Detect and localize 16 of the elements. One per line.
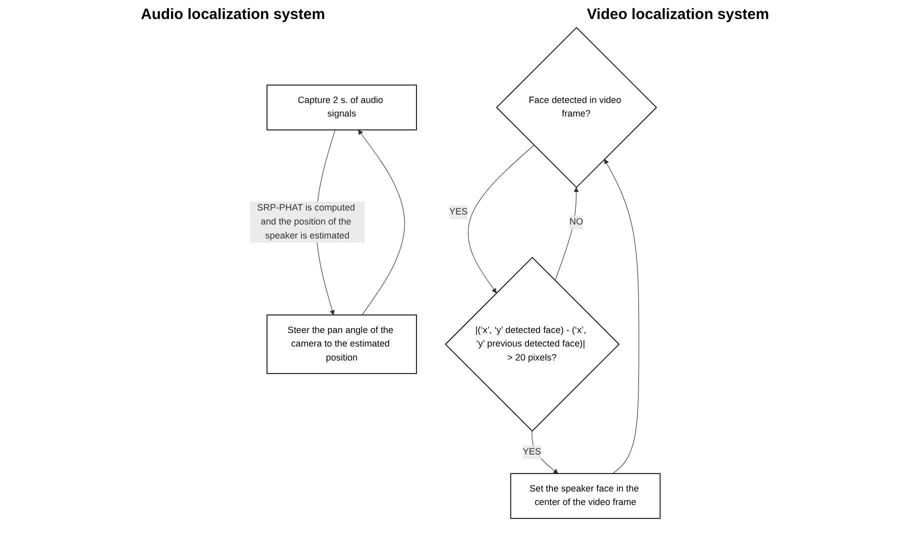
edge-label: SRP-PHAT is computed and the position of the speaker is estimated [257,203,355,241]
arrow [532,430,558,474]
edge-label: YES [449,207,468,217]
node-diamond: |(‘x’, ‘y’ detected face) - (‘x’, ‘y’ previous detected face)| > 20 pixels? [444,256,620,432]
arrow [554,187,579,281]
node-box: Set the speaker face in the center of the video frame [510,473,661,519]
node-box: Capture 2 s. of audio signals [266,84,417,130]
section-heading: Audio localization system [140,6,326,23]
edge-label: YES [522,447,542,457]
section-heading: Video localization system [586,6,770,23]
edge-label: NO [569,217,584,228]
node-box: Steer the pan angle of the camera to the estimated position [266,314,417,374]
arrow [604,158,640,474]
node-diamond: Face detected in video frame? [496,27,658,188]
arrow [468,144,534,294]
arrow [358,130,405,316]
